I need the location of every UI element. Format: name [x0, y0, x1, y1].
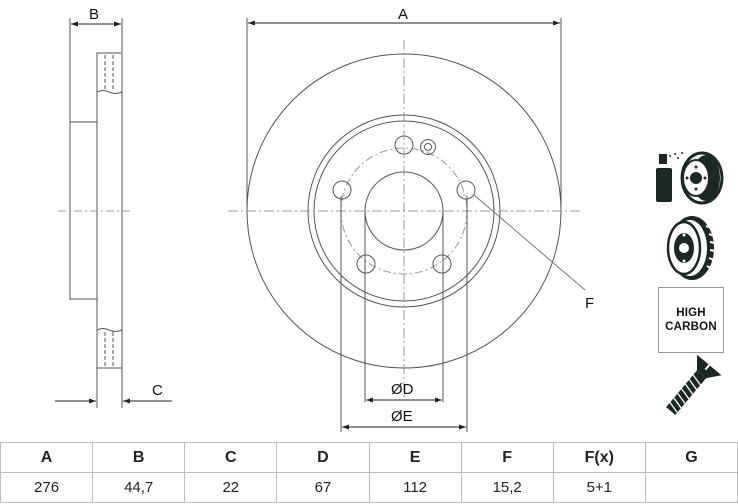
spec-header-b: B [92, 442, 186, 473]
high-carbon-badge: HIGH CARBON [658, 287, 724, 353]
spec-header-g: G [644, 442, 738, 473]
countersunk-screw-icon [666, 354, 722, 415]
spec-value-c: 22 [184, 472, 278, 503]
spec-header-a: A [0, 442, 94, 473]
spec-header-f: F [460, 442, 554, 473]
high-carbon-line1: HIGH [676, 307, 706, 319]
dim-label-c: C [152, 382, 163, 399]
spec-table: A B C D E F F(x) G 276 44,7 22 67 112 15… [0, 442, 738, 503]
spec-value-fx: 5+1 [552, 472, 646, 503]
spec-header-fx: F(x) [552, 442, 646, 473]
spec-value-g [644, 472, 738, 503]
disc-drawing: B C A F ØD [55, 6, 724, 432]
spec-header-c: C [184, 442, 278, 473]
high-carbon-line2: CARBON [665, 321, 717, 333]
dim-label-f: F [585, 295, 594, 312]
front-view [228, 18, 586, 432]
spec-value-e: 112 [368, 472, 462, 503]
spec-value-f: 15,2 [460, 472, 554, 503]
spec-value-d: 67 [276, 472, 370, 503]
spec-value-a: 276 [0, 472, 94, 503]
coated-disc-icon [656, 151, 724, 205]
spec-header-e: E [368, 442, 462, 473]
spec-header-d: D [276, 442, 370, 473]
spec-value-row: 276 44,7 22 67 112 15,2 5+1 [0, 472, 738, 503]
spec-value-b: 44,7 [92, 472, 186, 503]
vented-disc-icon [666, 216, 716, 280]
spec-header-row: A B C D E F F(x) G [0, 442, 738, 473]
dim-label-a: A [398, 6, 408, 23]
dim-label-b: B [89, 6, 99, 23]
side-view [55, 18, 172, 408]
dim-label-d: ØD [391, 381, 414, 398]
dim-label-e: ØE [391, 408, 413, 425]
